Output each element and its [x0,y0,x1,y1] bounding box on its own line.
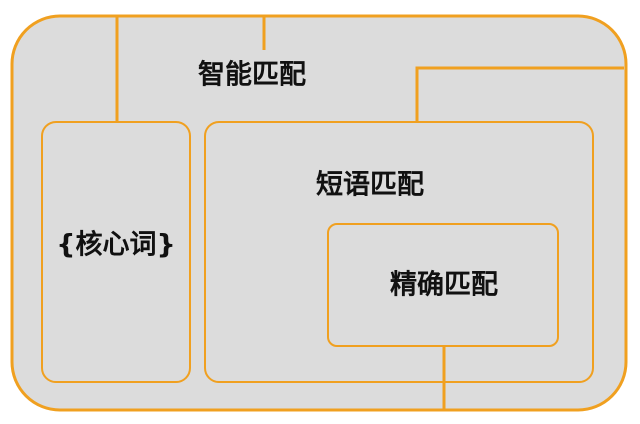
phrase-match-label: 短语匹配 [316,170,424,201]
smart-match-label: 智能匹配 [198,59,306,91]
exact-match-label: 精确匹配 [390,269,498,301]
core-keyword-label: {核心词} [56,229,175,261]
phrase-match-connector [415,66,624,122]
